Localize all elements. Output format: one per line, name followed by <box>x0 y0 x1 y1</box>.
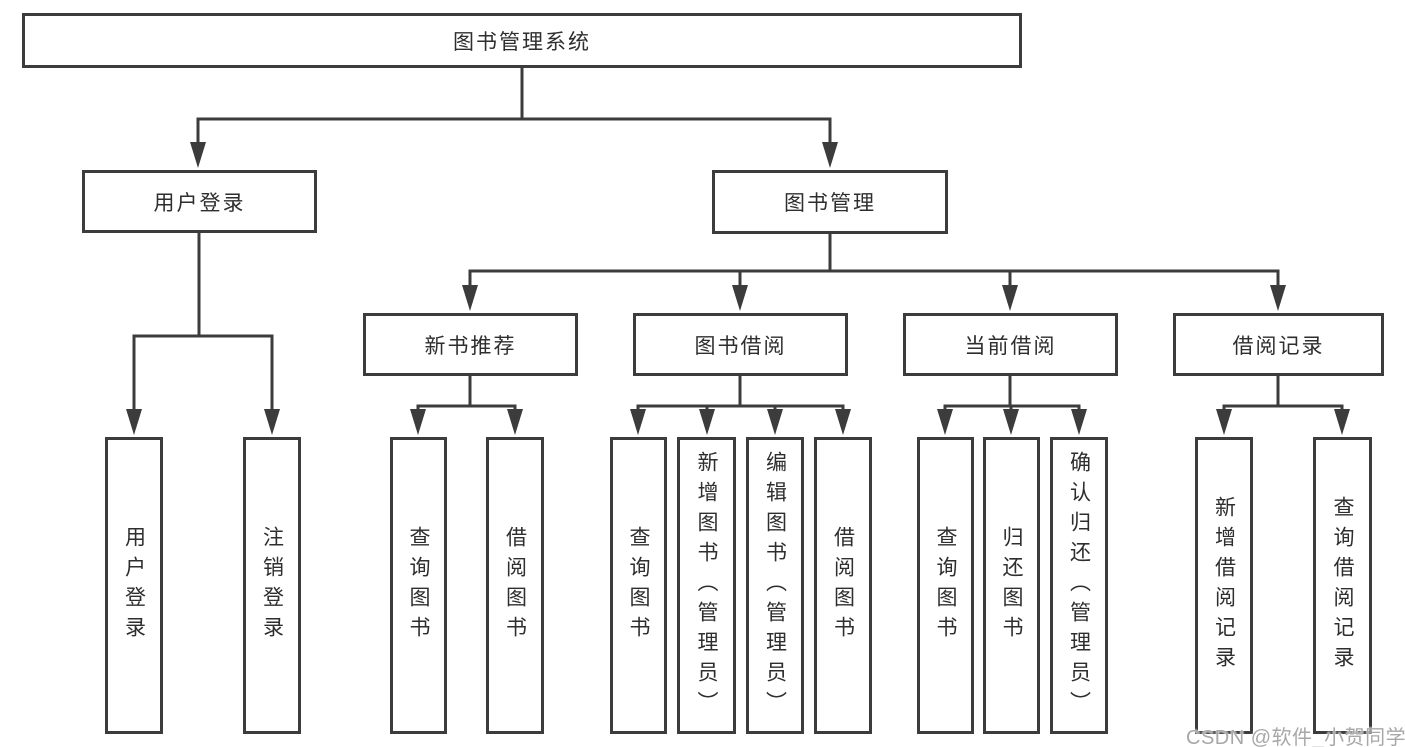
arrowhead <box>462 285 478 311</box>
node-label: 确认归还（管理员） <box>1067 450 1091 721</box>
leaf-br-query-record: 查询借阅记录 <box>1313 437 1372 734</box>
node-label: 查询图书 <box>934 525 957 646</box>
arrowhead <box>732 285 748 311</box>
node-label: 当前借阅 <box>964 334 1057 358</box>
arrowhead <box>190 142 206 168</box>
connector-root-split <box>196 117 832 146</box>
connector-borrow-records <box>1222 376 1344 412</box>
leaf-rec-borrow-books: 借阅图书 <box>486 437 544 734</box>
arrowhead <box>410 409 426 435</box>
arrowhead <box>767 409 783 435</box>
node-current-borrow: 当前借阅 <box>903 313 1118 376</box>
node-new-book-recommend: 新书推荐 <box>363 313 578 376</box>
leaf-bb-edit-books-admin: 编辑图书（管理员） <box>746 437 804 734</box>
node-label: 借阅记录 <box>1232 334 1325 358</box>
connector-new-book-rec <box>416 376 517 412</box>
arrowhead <box>1003 409 1019 435</box>
node-label: 图书管理系统 <box>453 30 591 54</box>
leaf-cb-query-books: 查询图书 <box>917 437 974 734</box>
node-label: 新增图书（管理员） <box>695 450 718 721</box>
arrowhead <box>630 409 646 435</box>
arrowhead <box>507 409 523 435</box>
node-borrow-records: 借阅记录 <box>1173 313 1384 376</box>
arrowhead <box>264 409 280 435</box>
leaf-bb-add-books-admin: 新增图书（管理员） <box>677 437 736 734</box>
csdn-watermark: CSDN @软件_小贺同学 <box>1186 727 1405 747</box>
leaf-bb-borrow-books: 借阅图书 <box>814 437 872 734</box>
connector-user-login-split <box>132 334 274 412</box>
node-book-borrow: 图书借阅 <box>633 313 848 376</box>
node-label: 查询图书 <box>407 525 430 646</box>
arrowhead <box>126 409 142 435</box>
connector-current-borrow <box>943 376 1081 412</box>
leaf-rec-query-books: 查询图书 <box>390 437 447 734</box>
node-label: 新增借阅记录 <box>1212 495 1236 676</box>
node-label: 图书管理 <box>784 192 876 215</box>
node-label: 用户登录 <box>122 525 146 646</box>
node-label: 用户登录 <box>153 191 246 215</box>
connector-book-mgmt-split <box>468 269 1280 288</box>
node-label: 新书推荐 <box>424 334 517 358</box>
leaf-cb-return-books: 归还图书 <box>983 437 1040 734</box>
node-label: 归还图书 <box>1000 525 1023 646</box>
arrowhead <box>937 409 953 435</box>
leaf-br-add-record: 新增借阅记录 <box>1195 437 1253 734</box>
arrowhead <box>1216 409 1232 435</box>
node-label: 借阅图书 <box>831 525 855 646</box>
node-root-library-system: 图书管理系统 <box>22 13 1022 68</box>
arrowhead <box>1071 409 1087 435</box>
node-label: 注销登录 <box>260 525 284 646</box>
leaf-user-login: 用户登录 <box>105 437 163 734</box>
node-label: 编辑图书（管理员） <box>763 450 787 721</box>
node-label: 图书借阅 <box>694 334 787 358</box>
node-label: 借阅图书 <box>503 525 527 646</box>
connector-book-borrow <box>636 376 845 412</box>
leaf-bb-query-books: 查询图书 <box>610 437 667 734</box>
arrowhead <box>822 142 838 168</box>
node-label: 查询借阅记录 <box>1331 495 1354 676</box>
node-label: 查询图书 <box>627 525 650 646</box>
arrowhead <box>1270 285 1286 311</box>
node-user-login: 用户登录 <box>82 170 317 233</box>
arrowhead <box>1002 285 1018 311</box>
node-book-management: 图书管理 <box>712 170 948 234</box>
arrowhead <box>835 409 851 435</box>
arrowhead <box>699 409 715 435</box>
leaf-logout: 注销登录 <box>243 437 301 734</box>
leaf-cb-confirm-return-admin: 确认归还（管理员） <box>1050 437 1108 734</box>
arrowhead <box>1334 409 1350 435</box>
